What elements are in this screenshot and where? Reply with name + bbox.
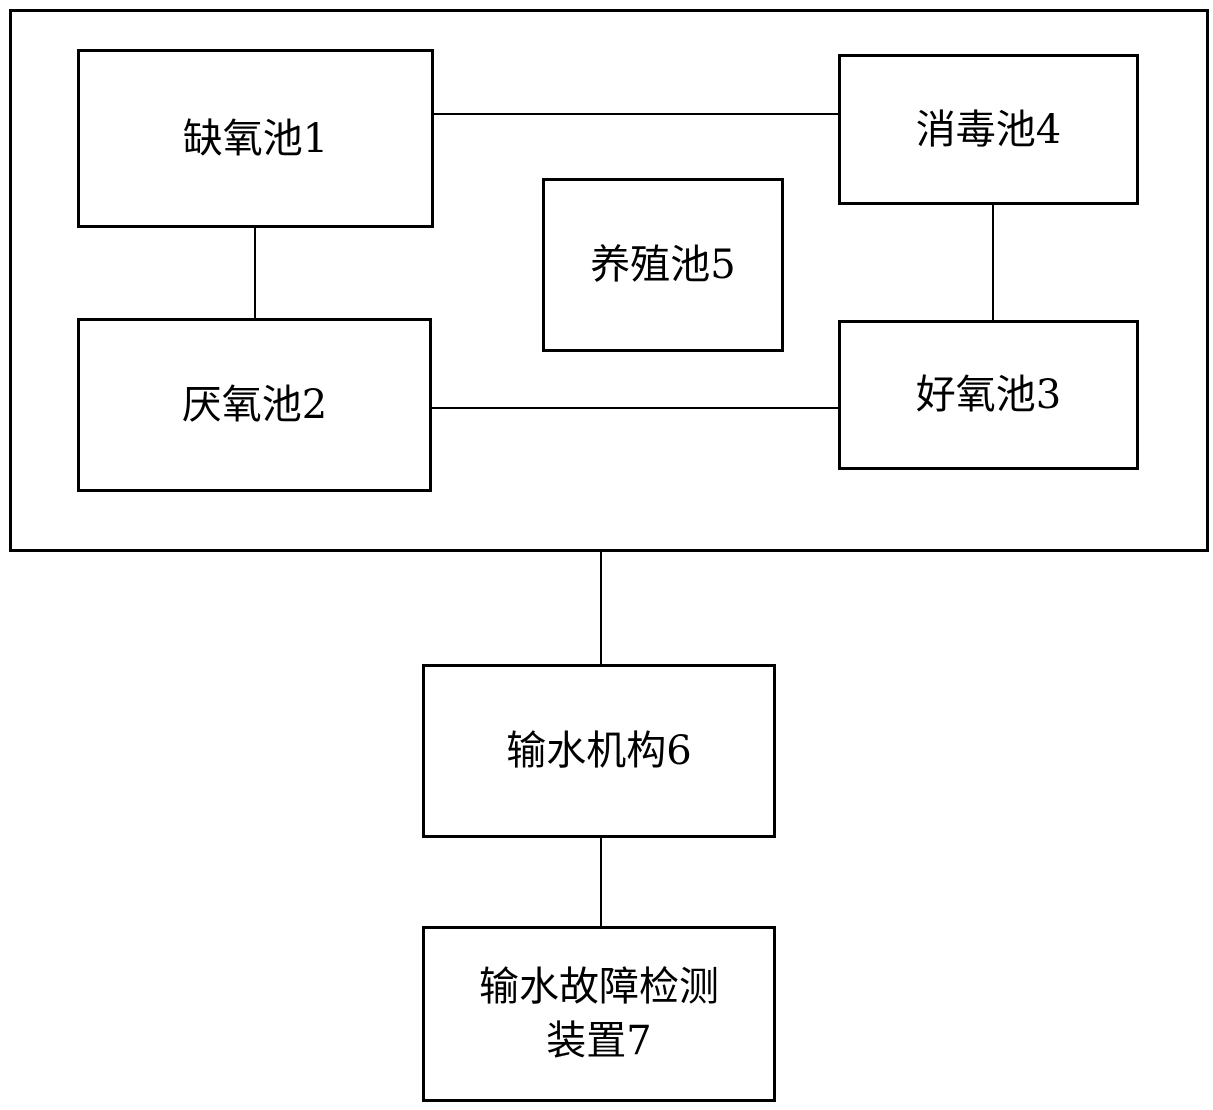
disinfection-tank-node: 消毒池4 (838, 54, 1139, 205)
anoxic-tank-label: 缺氧池1 (182, 115, 329, 162)
water-delivery-label: 输水机构6 (506, 728, 692, 774)
breeding-tank-label: 养殖池5 (590, 242, 736, 288)
breeding-tank-node: 养殖池5 (542, 178, 784, 352)
water-delivery-node: 输水机构6 (422, 664, 776, 838)
connector-disinfection-aerobic (992, 203, 994, 323)
connector-delivery-detector (600, 836, 602, 928)
connector-anoxic-disinfection (432, 113, 842, 115)
connector-anoxic-anaerobic (254, 226, 256, 320)
anaerobic-tank-label: 厌氧池2 (181, 382, 328, 428)
disinfection-tank-label: 消毒池4 (915, 106, 1062, 153)
aerobic-tank-node: 好氧池3 (838, 320, 1139, 470)
connector-group-delivery (600, 551, 602, 666)
connector-anaerobic-aerobic (430, 407, 842, 409)
tank-group-frame (9, 9, 1209, 552)
aerobic-tank-label: 好氧池3 (915, 372, 1062, 418)
anoxic-tank-node: 缺氧池1 (77, 49, 434, 228)
anaerobic-tank-node: 厌氧池2 (77, 318, 432, 492)
fault-detector-label: 输水故障检测 装置7 (479, 964, 719, 1064)
fault-detector-node: 输水故障检测 装置7 (422, 926, 776, 1102)
